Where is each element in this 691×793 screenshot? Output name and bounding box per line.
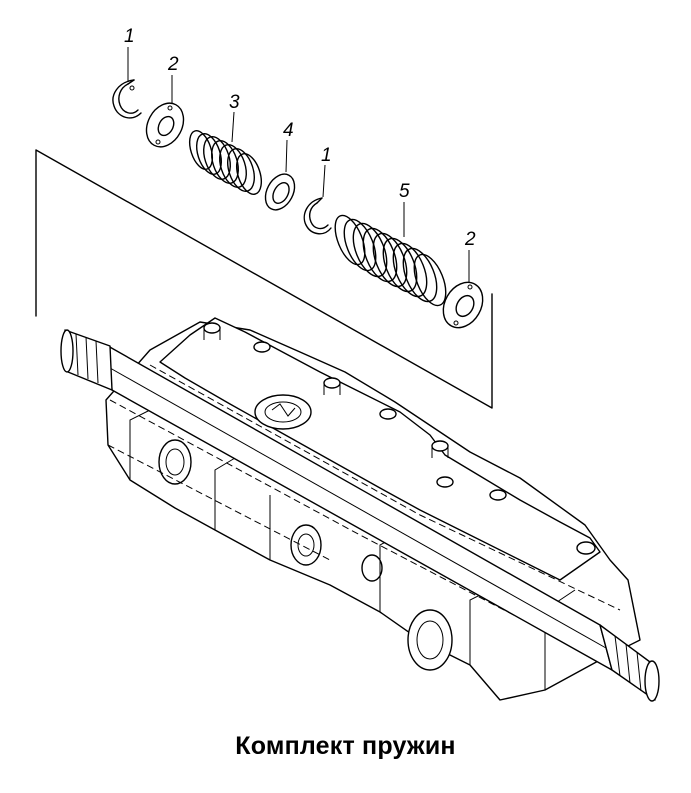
small-spring	[188, 130, 263, 195]
callout-label: 4	[283, 120, 294, 141]
callout-label: 3	[229, 92, 240, 113]
callout-label: 5	[399, 181, 410, 202]
washer-bottom	[442, 281, 484, 329]
figure-caption: Комплект пружин	[235, 732, 456, 760]
callout-label: 2	[464, 229, 476, 250]
exploded-view-frame	[35, 149, 493, 409]
callout-leaders	[127, 47, 470, 282]
callout-label: 1	[124, 26, 135, 47]
retaining-ring-middle	[303, 197, 332, 235]
retaining-ring-top	[112, 79, 142, 119]
large-spring	[334, 214, 447, 307]
shift-rod	[60, 329, 660, 702]
callout-labels: 1 2 3 4 1 5 2	[124, 26, 476, 250]
spacer-washer	[264, 173, 296, 211]
washer-top	[145, 102, 185, 148]
callout-label: 2	[167, 54, 179, 75]
callout-label: 1	[321, 145, 332, 166]
